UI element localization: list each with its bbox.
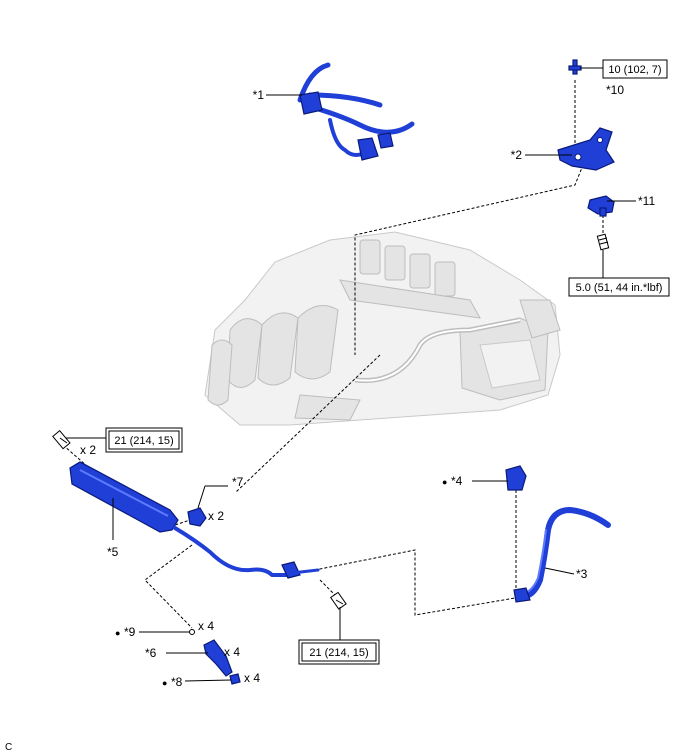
bolt-lower: [330, 591, 347, 610]
part-clip: [505, 465, 527, 491]
part-injector: [203, 639, 233, 677]
callout-10: *10: [606, 83, 624, 97]
qty-ring-x4: x 4: [198, 619, 214, 633]
callout-3: *3: [576, 567, 588, 581]
figure-code: C: [5, 742, 12, 753]
part-grommet: [187, 507, 207, 527]
part-sensor-bracket: [587, 195, 615, 217]
part-fuel-delivery-pipe: [69, 461, 320, 579]
qty-bolt-x2: x 2: [80, 443, 96, 457]
callout-11: *11: [638, 194, 655, 208]
bolt-5: [596, 233, 610, 251]
part-wire-harness: [297, 62, 415, 161]
leader-lines: [66, 67, 636, 682]
part-o-ring: [189, 629, 195, 635]
torque-box-10: 10 (102, 7): [602, 59, 668, 79]
callout-1: *1: [253, 88, 265, 102]
callout-labels: *1 *10 *2 *11 *7 *5 *3 *4 *9 *6 *8: [107, 83, 655, 689]
bullet-9: ●: [115, 628, 120, 638]
bullet-4: ●: [442, 477, 447, 487]
callout-2: *2: [511, 148, 523, 162]
bullet-markers: ● ● ●: [115, 477, 447, 688]
callout-4: *4: [451, 474, 463, 488]
torque-text-5: 5.0 (51, 44 in.*lbf): [576, 282, 663, 294]
torque-text-21-bottom: 21 (214, 15): [309, 647, 368, 659]
quantity-labels: x 2 x 2 x 4 x 4 x 4: [80, 443, 260, 685]
part-bolt-10: [568, 59, 582, 75]
engine-illustration: [204, 231, 561, 426]
torque-box-21-top: 21 (214, 15): [105, 427, 183, 453]
part-fuel-tube: [513, 507, 611, 603]
bullet-8: ●: [162, 678, 167, 688]
callout-5: *5: [107, 545, 119, 559]
qty-insulator-x4: x 4: [244, 671, 260, 685]
callout-6: *6: [145, 646, 157, 660]
torque-text-10: 10 (102, 7): [608, 64, 661, 76]
torque-box-21-bottom: 21 (214, 15): [298, 639, 380, 665]
qty-grommet-x2: x 2: [208, 509, 224, 523]
torque-box-5: 5.0 (51, 44 in.*lbf): [568, 277, 670, 297]
part-bracket: [557, 127, 615, 171]
callout-7: *7: [232, 475, 244, 489]
callout-9: *9: [124, 625, 136, 639]
part-insulator: [229, 673, 241, 685]
callout-8: *8: [171, 675, 183, 689]
bolt-delivery-pipe: [52, 429, 71, 450]
torque-text-21-top: 21 (214, 15): [114, 435, 173, 447]
qty-injector-x4: x 4: [224, 645, 240, 659]
